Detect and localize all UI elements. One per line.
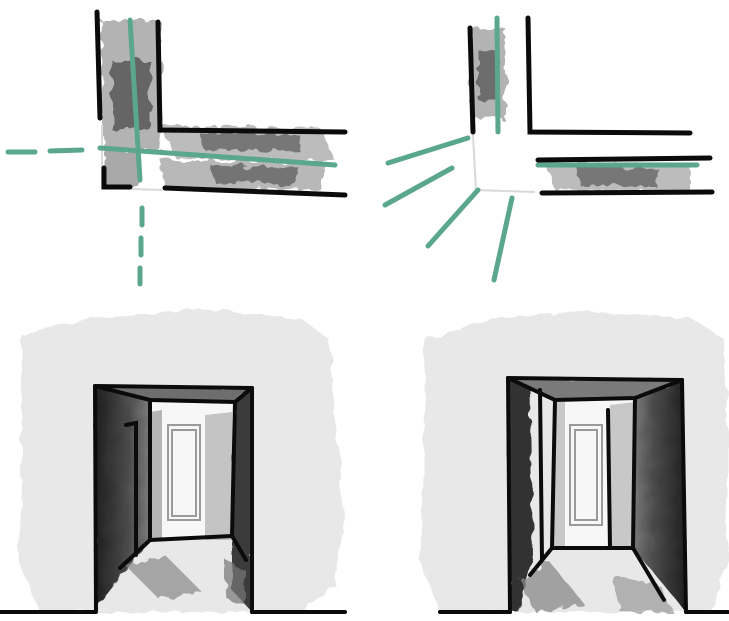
- perspective-view-left: [0, 310, 345, 612]
- plan-view-right: [385, 18, 712, 280]
- perspective-view-right: [420, 312, 728, 612]
- floor-guides: [473, 135, 535, 192]
- plan-view-left: [8, 12, 345, 284]
- sightlines: [385, 18, 697, 280]
